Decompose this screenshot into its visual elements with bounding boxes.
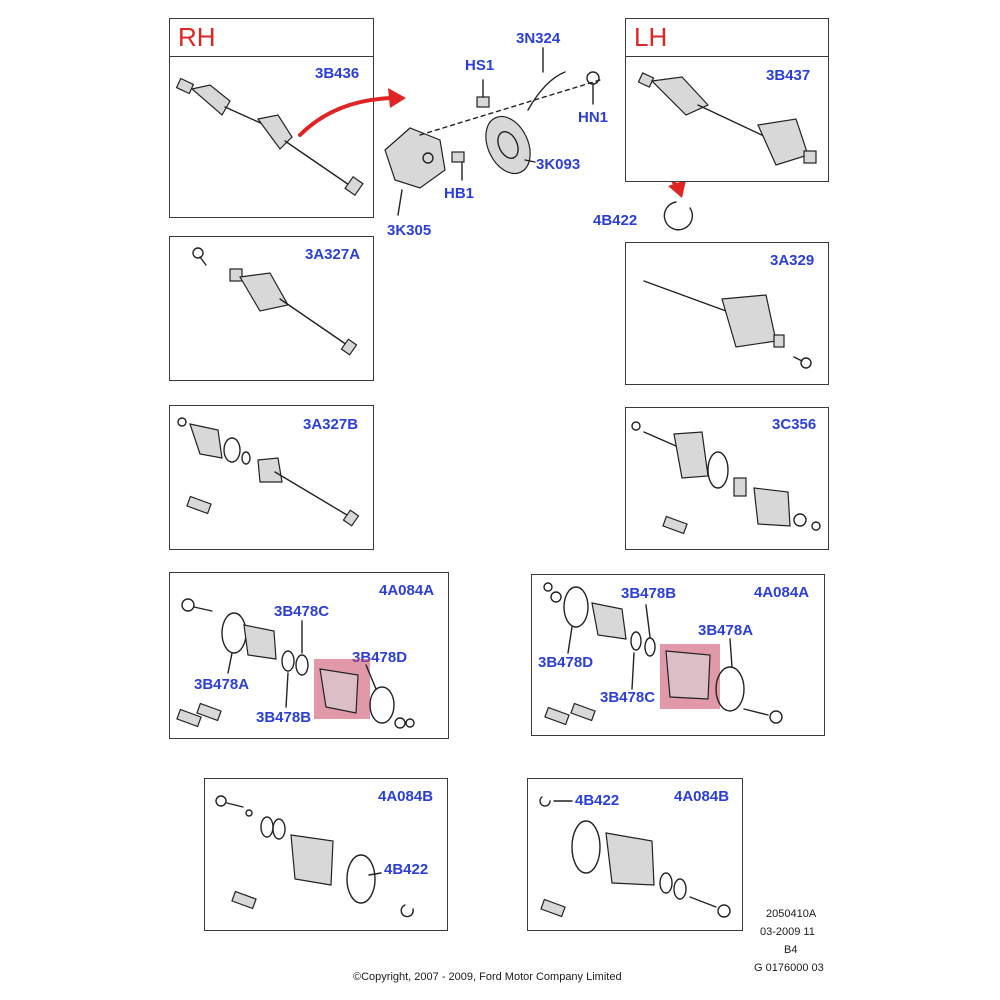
rh-4a084b-panel: 4A084B 4B422 (204, 778, 448, 931)
part-label-hb1: HB1 (444, 185, 475, 202)
rh-header: RH (170, 19, 373, 57)
part-label-lh-3b478b: 3B478B (621, 585, 677, 602)
lh-3a329-panel: 3A329 (625, 242, 829, 385)
3a329-drawing (643, 280, 812, 369)
lh-header: LH (626, 19, 828, 57)
part-label-3c356: 3C356 (772, 416, 817, 433)
lh-driveshaft-drawing (637, 72, 817, 166)
part-label-rh-3b478c: 3B478C (274, 603, 330, 620)
part-label-hn1: HN1 (578, 109, 609, 126)
copyright-notice: ©Copyright, 2007 - 2009, Ford Motor Comp… (353, 971, 622, 983)
part-label-hs1: HS1 (465, 57, 495, 74)
part-label-rh-4b422: 4B422 (384, 861, 429, 878)
part-label-3b436: 3B436 (315, 65, 360, 82)
part-label-3k093: 3K093 (536, 156, 581, 173)
lh-driveshaft-panel: LH 3B437 (625, 18, 829, 182)
rh-3a327b-panel: 3A327B (169, 405, 374, 550)
lh-side-label: LH (634, 22, 668, 52)
part-label-3a327b: 3A327B (303, 416, 359, 433)
part-label-3k305: 3K305 (387, 222, 432, 239)
lh-3c356-panel: 3C356 (625, 407, 829, 550)
part-label-3a329: 3A329 (770, 252, 815, 269)
part-label-rh-4a084b: 4A084B (378, 788, 434, 805)
rh-driveshaft-panel: RH 3B436 (169, 18, 374, 218)
rh-4a084a-panel: 4A084A 3B478C 3B478D 3B478A 3B478B (169, 572, 449, 739)
part-label-lh-3b478c: 3B478C (600, 689, 656, 706)
part-label-lh-3b478d: 3B478D (538, 654, 594, 671)
lh-4a084a-drawing (543, 582, 783, 726)
rh-arrow (298, 96, 394, 137)
part-label-rh-4a084a: 4A084A (379, 582, 435, 599)
part-label-3n324: 3N324 (516, 30, 561, 47)
part-label-rh-3b478b: 3B478B (256, 709, 312, 726)
rh-4a084a-drawing (176, 598, 415, 729)
3a327b-drawing (177, 417, 360, 527)
part-label-3a327a: 3A327A (305, 246, 361, 263)
3c356-drawing (631, 421, 821, 535)
part-label-lh-4b422: 4B422 (575, 792, 620, 809)
drawing-ref: G 0176000 03 (754, 962, 824, 974)
rh-driveshaft-drawing (175, 77, 364, 197)
bracket-3k305-shape (384, 127, 446, 189)
lh-4a084a-panel: 4A084A 3B478B 3B478A 3B478D 3B478C (531, 574, 825, 736)
rh-side-label: RH (178, 22, 216, 52)
part-label-lh-3b478a: 3B478A (698, 622, 754, 639)
lh-4a084b-drawing (539, 796, 731, 918)
drawing-number: 2050410A (766, 908, 817, 920)
lh-4a084b-panel: 4A084B 4B422 (527, 778, 743, 931)
drawing-date: 03-2009 11 (760, 926, 815, 938)
3a327a-drawing (192, 247, 358, 356)
part-label-lh-4a084a: 4A084A (754, 584, 810, 601)
rh-3a327a-panel: 3A327A (169, 236, 374, 381)
rh-4a084b-drawing (215, 795, 414, 918)
drawing-sheet: B4 (784, 944, 798, 956)
center-bearing-drawing (298, 47, 694, 231)
part-label-3b437: 3B437 (766, 67, 811, 84)
part-label-4b422-top: 4B422 (593, 212, 638, 229)
part-label-lh-4a084b: 4A084B (674, 788, 730, 805)
part-label-rh-3b478a: 3B478A (194, 676, 250, 693)
